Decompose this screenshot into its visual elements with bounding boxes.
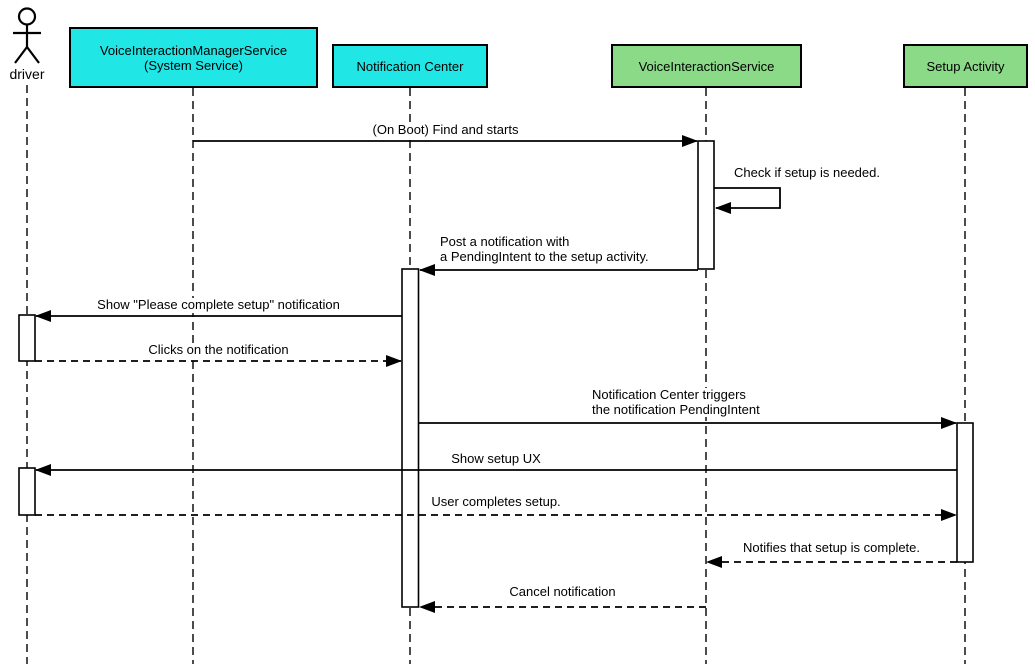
message-label-check-if-setup-needed: Check if setup is needed. xyxy=(731,165,883,181)
message-label-post-notification: Post a notification with a PendingIntent… xyxy=(437,234,652,264)
activation-driver-2 xyxy=(18,467,36,516)
activation-setup-activity xyxy=(956,422,974,563)
message-label-user-completes-setup: User completes setup. xyxy=(35,494,957,510)
actor-right-leg xyxy=(26,46,40,64)
participant-label: VoiceInteractionService xyxy=(638,58,775,74)
participant-label: VoiceInteractionManagerService (System S… xyxy=(99,42,288,73)
message-label-show-complete-setup-notification: Show "Please complete setup" notificatio… xyxy=(35,297,402,313)
message-label-cancel-notification: Cancel notification xyxy=(419,584,706,600)
activation-notification-center xyxy=(401,268,420,608)
message-label-on-boot-find-and-starts: (On Boot) Find and starts xyxy=(193,122,698,138)
message-label-notifies-setup-complete: Notifies that setup is complete. xyxy=(706,540,957,556)
actor-label-driver: driver xyxy=(9,66,45,82)
participant-voice-interaction-manager-service: VoiceInteractionManagerService (System S… xyxy=(69,27,318,88)
participant-label: Notification Center xyxy=(356,58,464,74)
participant-setup-activity: Setup Activity xyxy=(903,44,1028,88)
message-label-triggers-pendingintent: Notification Center triggers the notific… xyxy=(589,387,763,417)
participant-voice-interaction-service: VoiceInteractionService xyxy=(611,44,802,88)
message-label-show-setup-ux: Show setup UX xyxy=(35,451,957,467)
message-arrow-check-if-setup-needed xyxy=(714,187,781,214)
participant-label: Setup Activity xyxy=(926,58,1005,74)
message-label-clicks-on-notification: Clicks on the notification xyxy=(35,342,402,358)
actor-figure xyxy=(13,7,41,64)
activation-driver-1 xyxy=(18,314,36,362)
actor-head xyxy=(17,7,37,26)
activation-voice-interaction-service xyxy=(697,140,715,270)
participant-notification-center: Notification Center xyxy=(332,44,488,88)
actor-left-leg xyxy=(14,46,28,64)
